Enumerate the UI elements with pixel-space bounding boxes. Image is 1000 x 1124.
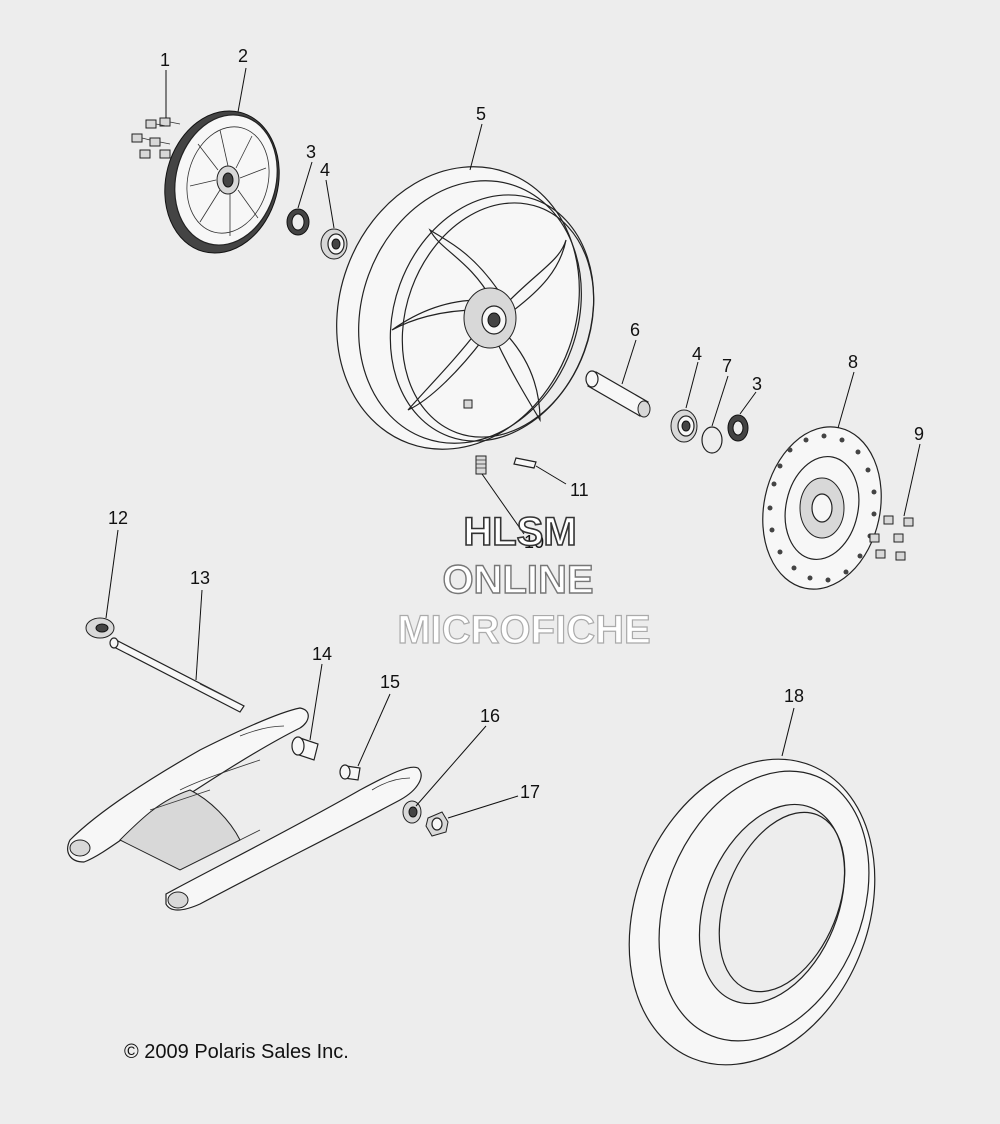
pivot-bushing — [291, 736, 319, 761]
callout-15: 15 — [380, 672, 400, 692]
drive-sprocket — [164, 110, 280, 254]
snap-ring — [701, 426, 723, 454]
valve-stem — [475, 455, 487, 475]
pivot-spacer — [339, 764, 361, 781]
watermark-line-1: HLSM — [463, 510, 576, 554]
leader-lines — [105, 67, 921, 819]
axle-spacer — [585, 370, 651, 418]
callout-16: 16 — [480, 706, 500, 726]
sprocket-bolts — [131, 117, 181, 159]
axle-washer — [85, 617, 115, 639]
axle-adjuster — [402, 800, 422, 824]
brake-disc — [762, 426, 882, 590]
watermark-line-2: ONLINE — [442, 558, 593, 602]
axle-nut — [425, 811, 449, 837]
callout-6: 6 — [630, 320, 640, 340]
copyright-text: © 2009 Polaris Sales Inc. — [124, 1041, 349, 1063]
callout-18: 18 — [784, 686, 804, 706]
callout-5: 5 — [476, 104, 486, 124]
callout-9: 9 — [914, 424, 924, 444]
callout-2: 2 — [238, 46, 248, 66]
callout-4-right: 4 — [692, 344, 702, 364]
bearing-left — [320, 228, 348, 260]
callout-17: 17 — [520, 782, 540, 802]
bearing-right — [670, 409, 698, 443]
callout-11: 11 — [570, 480, 589, 500]
callout-12: 12 — [108, 508, 128, 528]
callout-14: 14 — [312, 644, 332, 664]
callout-4: 4 — [320, 160, 330, 180]
rear-wheel — [336, 166, 595, 450]
seal-right — [727, 414, 749, 442]
disc-bolts — [869, 515, 914, 561]
swingarm-axle — [109, 637, 245, 713]
watermark-line-3: MICROFICHE — [397, 608, 650, 652]
seal-left — [286, 208, 310, 236]
callout-1: 1 — [160, 50, 170, 70]
rear-tire — [628, 758, 876, 1066]
swingarm — [67, 707, 422, 911]
callout-3-right: 3 — [752, 374, 762, 394]
callout-7: 7 — [722, 356, 732, 376]
callout-3: 3 — [306, 142, 316, 162]
callout-8: 8 — [848, 352, 858, 372]
callout-10: 10 — [524, 532, 544, 552]
callout-13: 13 — [190, 568, 210, 588]
key-pin — [513, 457, 537, 469]
